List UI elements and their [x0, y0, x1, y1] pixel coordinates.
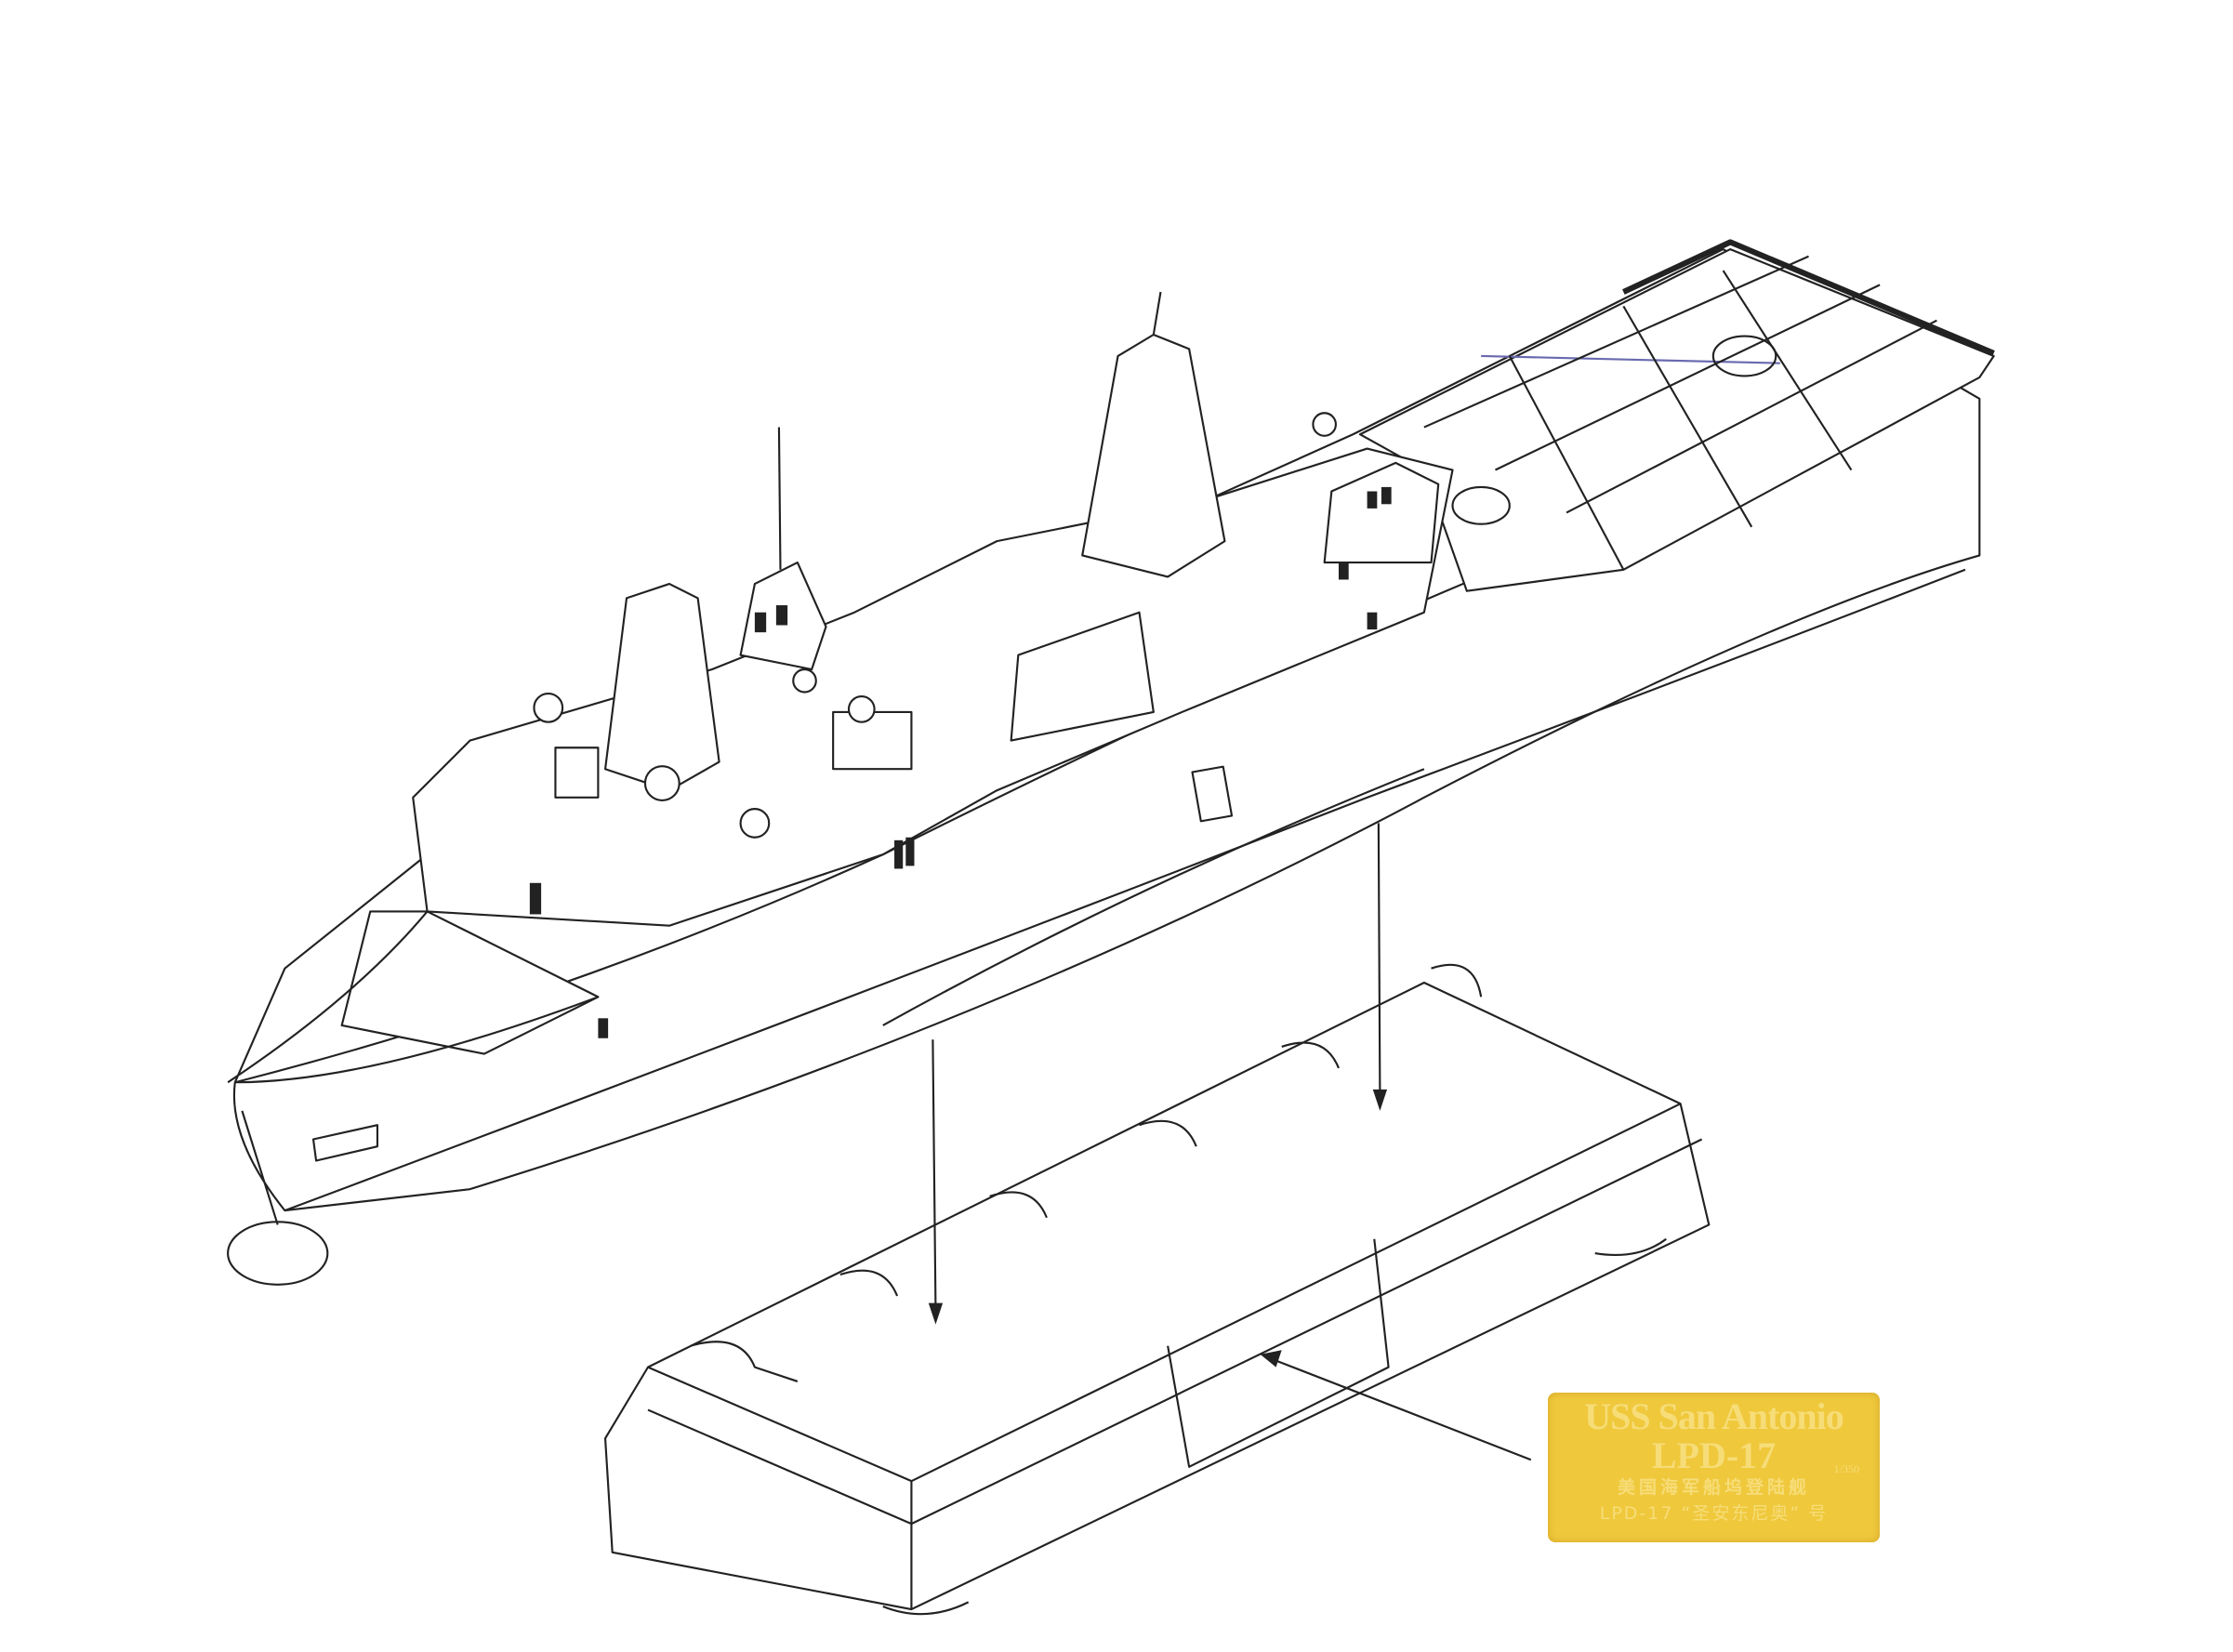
windows [529, 486, 1392, 1038]
ship-nameplate: USS San Antonio LPD-17 1/350 美国海军船坞登陆舰 LP… [1548, 1393, 1880, 1542]
display-stand [603, 963, 1711, 1616]
nameplate-ship-name: USS San Antonio [1584, 1395, 1843, 1437]
nameplate-hull-number: LPD-17 [1651, 1434, 1777, 1476]
nameplate-chinese-title: 美国海军船坞登陆舰 [1617, 1477, 1810, 1498]
flight-deck [1358, 239, 1995, 592]
assembly-arrows [928, 823, 1532, 1461]
bulbous-bow [227, 1221, 329, 1286]
nameplate-scale: 1/350 [1833, 1462, 1859, 1475]
main-mast [1081, 333, 1226, 578]
nameplate-chinese-subtitle: LPD-17 “圣安东尼奥” 号 [1599, 1503, 1829, 1524]
forward-mast [603, 583, 720, 792]
superstructure [227, 291, 1454, 1162]
